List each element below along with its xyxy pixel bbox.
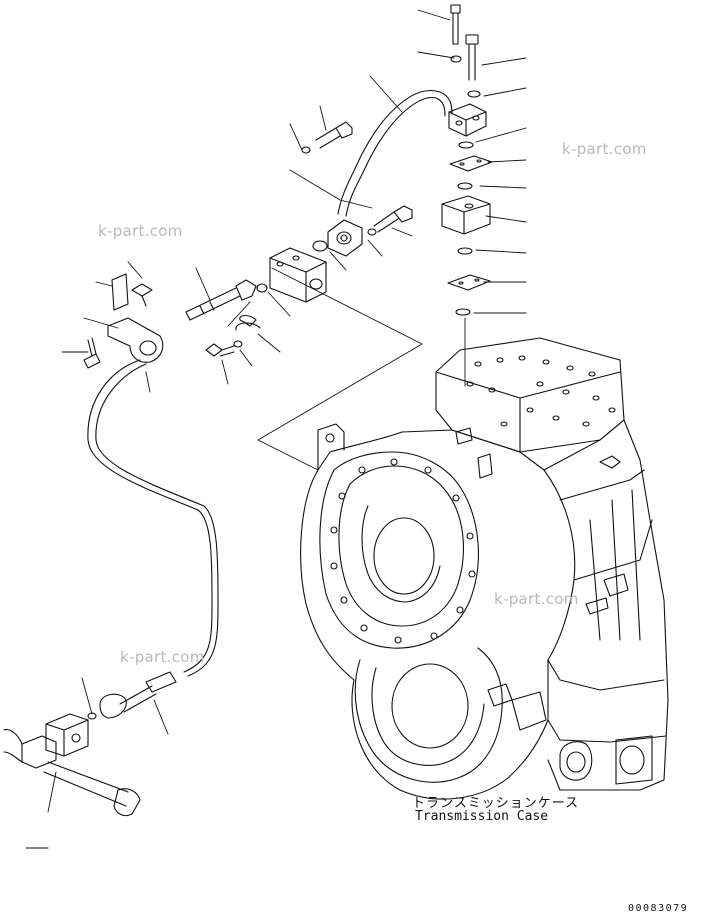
- flange-bolt-holes: [330, 458, 476, 644]
- watermark: k-part.com: [562, 140, 647, 158]
- valve-body-holes: [466, 355, 616, 427]
- watermark: k-part.com: [494, 590, 579, 608]
- caption-japanese: トランスミッションケース: [412, 796, 580, 811]
- document-number: 00083079: [628, 903, 689, 914]
- transmission-case: [300, 337, 669, 800]
- callout-leaders: [29, 9, 527, 849]
- oil-pipe-upper: [301, 89, 453, 257]
- caption-english: Transmission Case: [415, 809, 549, 824]
- watermark: k-part.com: [120, 648, 205, 666]
- watermark: k-part.com: [98, 222, 183, 240]
- valve-block-assembly: [83, 247, 327, 369]
- oil-tube-lower: [3, 359, 219, 817]
- top-bolt-stack: [441, 4, 493, 316]
